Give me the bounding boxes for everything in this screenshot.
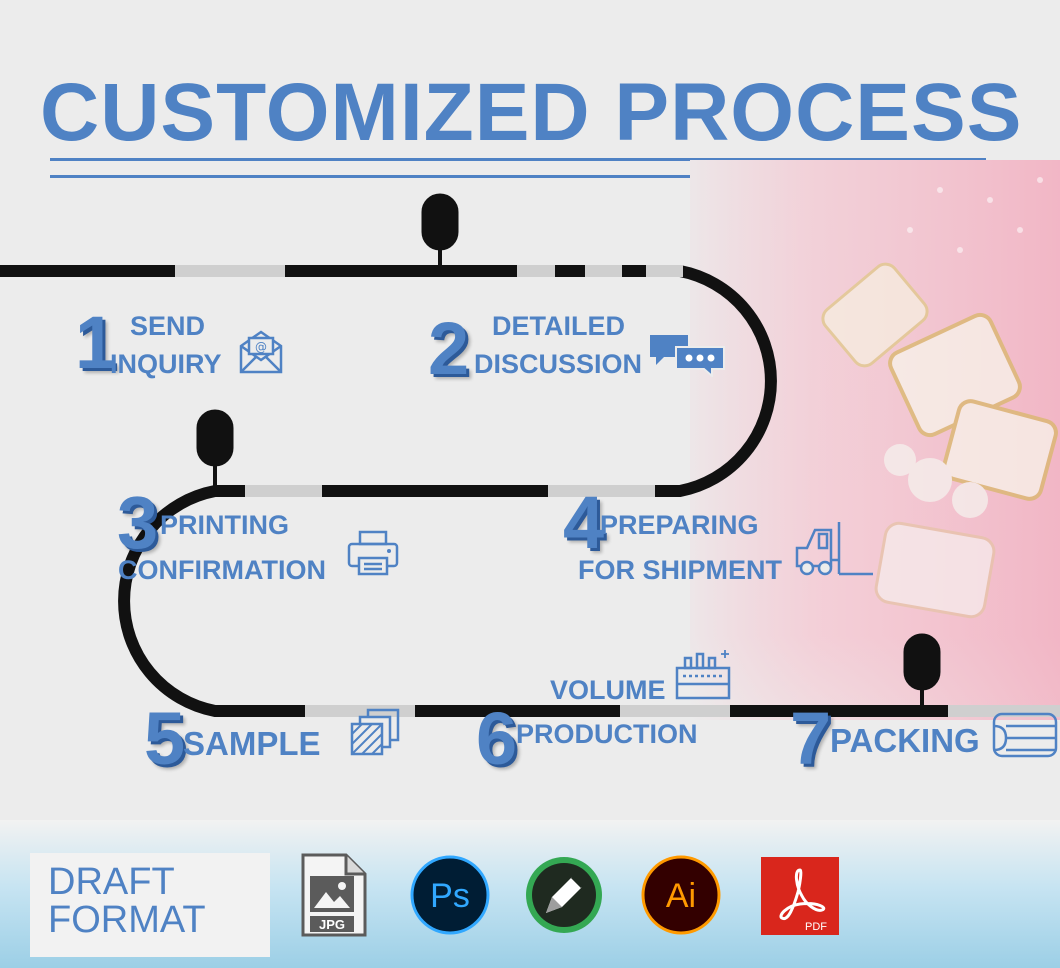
step-1-line2: INQUIRY (110, 349, 222, 379)
pdf-label: PDF (805, 921, 827, 933)
factory-icon (675, 650, 731, 700)
printer-icon (347, 530, 399, 576)
step-2-line1: DETAILED (492, 311, 625, 341)
track-markers (196, 193, 941, 706)
step-7-line1: PACKING (830, 722, 980, 759)
box-icon (992, 712, 1058, 758)
step-3-line1: PRINTING (160, 510, 290, 540)
forklift-icon (795, 522, 873, 576)
coreldraw-icon (526, 857, 602, 933)
draft-format-label: DRAFT FORMAT (30, 853, 270, 957)
step-4-line1: PREPARING (600, 510, 759, 540)
step-1-number: 1 (75, 301, 117, 384)
step-5-line1: SAMPLE (183, 725, 321, 762)
title-underline-bottom (50, 175, 986, 178)
step-2-line2: DISCUSSION (474, 349, 643, 379)
step-3-number: 3 (117, 481, 159, 564)
step-6-number: 6 (476, 697, 518, 780)
step-5-number: 5 (144, 697, 186, 780)
jpg-file-icon: JPG (301, 853, 367, 937)
title-underline-top (50, 158, 986, 161)
sample-layers-icon (350, 708, 400, 756)
track-gaps (175, 265, 1060, 717)
step-6-line1: VOLUME (550, 675, 666, 705)
step-1-line1: SEND (130, 311, 206, 341)
process-track (0, 193, 1060, 717)
step-7-number: 7 (790, 697, 832, 780)
step-2-number: 2 (428, 307, 470, 390)
ps-label: Ps (430, 877, 470, 915)
illustrator-icon: Ai (641, 855, 721, 935)
ai-label: Ai (666, 877, 696, 915)
svg-text:@: @ (255, 340, 267, 354)
step-3-line2: CONFIRMATION (118, 555, 326, 585)
step-6-line2: PRODUCTION (516, 719, 698, 749)
track-line (0, 265, 1060, 717)
photoshop-icon: Ps (410, 855, 490, 935)
step-4-number: 4 (563, 481, 605, 564)
chat-bubbles-icon (650, 335, 725, 377)
step-4-line2: FOR SHIPMENT (578, 555, 783, 585)
envelope-icon: @ (239, 330, 283, 374)
page-title: CUSTOMIZED PROCESS (40, 67, 1023, 158)
draft-line2: FORMAT (48, 899, 206, 941)
jpg-label: JPG (319, 917, 345, 932)
draft-line1: DRAFT (48, 861, 175, 903)
pdf-icon: PDF (761, 857, 839, 935)
